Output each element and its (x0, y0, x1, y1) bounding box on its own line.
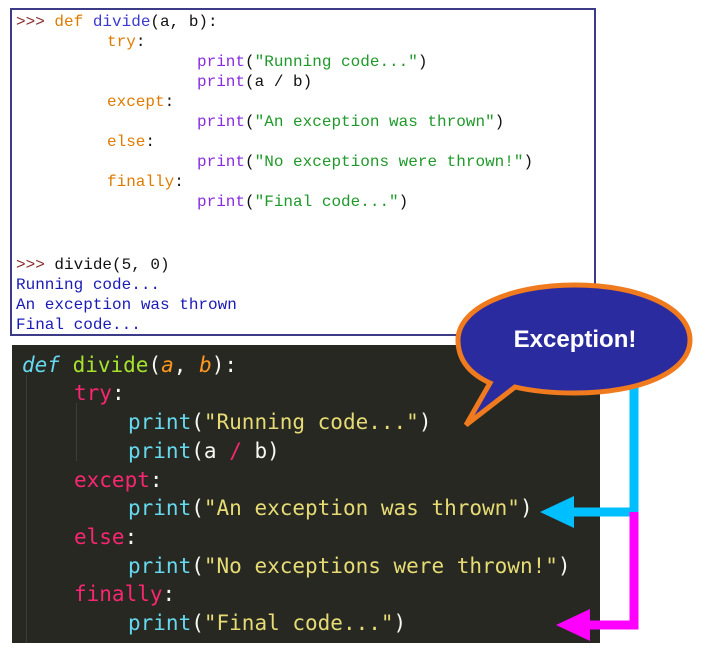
idle-string: "An exception was thrown" (254, 113, 495, 131)
editor-division-b: b (254, 439, 268, 463)
editor-def-keyword: def (22, 353, 60, 377)
code-editor-panel: def divide(a, b): try: print("Running co… (12, 345, 600, 643)
idle-paren: ) (523, 153, 534, 171)
idle-paren: ) (398, 193, 409, 211)
idle-print-exception-line: print("An exception was thrown") (197, 112, 504, 132)
editor-try-line: try: (74, 381, 125, 405)
idle-print: print (197, 113, 246, 131)
editor-else-line: else: (74, 525, 138, 549)
idle-try-line: try: (107, 32, 145, 52)
editor-string-exception: "An exception was thrown" (203, 496, 520, 520)
bubble-label: Exception! (513, 326, 637, 353)
idle-paren: ( (245, 113, 255, 131)
idle-try-keyword: try (107, 33, 136, 51)
idle-finally-line: finally: (107, 172, 184, 192)
editor-division-operator: / (229, 439, 242, 463)
editor-else-keyword: else (74, 525, 125, 549)
idle-print: print (197, 73, 246, 91)
idle-output-line: Running code... (16, 276, 161, 294)
editor-print-running-line: print("Running code...") (128, 410, 432, 434)
idle-paren: ( (245, 153, 255, 171)
editor-print: print (128, 554, 192, 578)
indent-guide (76, 403, 77, 461)
editor-except-keyword: except (74, 468, 150, 492)
editor-string-final: "Final code..." (203, 611, 394, 635)
editor-print: print (128, 611, 192, 635)
idle-output-line: Final code... (16, 316, 141, 334)
idle-prompt: >>> (16, 13, 55, 31)
idle-call-line: >>> divide(5, 0) (16, 255, 170, 275)
indent-guide (26, 375, 27, 643)
editor-string-running: "Running code..." (203, 410, 419, 434)
idle-function-name: divide (92, 13, 151, 31)
idle-output-line: An exception was thrown (16, 296, 237, 314)
idle-string: "Final code..." (254, 193, 399, 211)
editor-print: print (128, 439, 192, 463)
idle-except-keyword: except (107, 93, 165, 111)
editor-division-a: a (203, 439, 217, 463)
editor-print: print (128, 496, 192, 520)
idle-paren: ( (245, 53, 255, 71)
idle-print-no-exception-line: print("No exceptions were thrown!") (197, 152, 533, 172)
editor-param-a: a (161, 353, 174, 377)
idle-else-line: else: (107, 132, 155, 152)
editor-print-no-exception-line: print("No exceptions were thrown!") (128, 554, 571, 578)
editor-print-final-line: print("Final code...") (128, 611, 407, 635)
idle-colon: : (164, 93, 175, 111)
idle-params: (a, b): (150, 13, 218, 31)
idle-except-line: except: (107, 92, 174, 112)
idle-print: print (197, 53, 246, 71)
idle-prompt: >>> (16, 256, 55, 274)
idle-string: "No exceptions were thrown!" (254, 153, 524, 171)
editor-print-exception-line: print("An exception was thrown") (128, 496, 533, 520)
editor-finally-line: finally: (74, 582, 176, 606)
idle-finally-keyword: finally (107, 173, 175, 191)
idle-print-final-line: print("Final code...") (197, 192, 408, 212)
editor-finally-keyword: finally (74, 582, 163, 606)
idle-paren: ) (417, 53, 428, 71)
idle-division-args: (a / b) (245, 73, 313, 91)
idle-colon: : (145, 133, 156, 151)
idle-string: "Running code..." (254, 53, 418, 71)
editor-except-line: except: (74, 468, 163, 492)
editor-function-name: divide (72, 353, 149, 377)
editor-def-line: def divide(a, b): (22, 353, 238, 377)
idle-else-keyword: else (107, 133, 146, 151)
idle-colon: : (135, 33, 146, 51)
idle-print: print (197, 153, 246, 171)
idle-def-keyword: def (54, 13, 93, 31)
editor-print-division-line: print(a / b) (128, 439, 280, 463)
idle-colon: : (174, 173, 184, 191)
idle-def-line: >>> def divide(a, b): (16, 12, 218, 32)
editor-try-keyword: try (74, 381, 112, 405)
idle-print-division-line: print(a / b) (197, 72, 312, 92)
idle-print-running-line: print("Running code...") (197, 52, 427, 72)
idle-paren: ( (245, 193, 255, 211)
idle-print: print (197, 193, 246, 211)
idle-paren: ) (494, 113, 505, 131)
editor-param-b: b (199, 353, 212, 377)
idle-call-text: divide(5, 0) (54, 256, 170, 274)
editor-print: print (128, 410, 192, 434)
idle-shell-panel: >>> def divide(a, b): try: print("Runnin… (10, 8, 596, 336)
editor-string-no-exception: "No exceptions were thrown!" (203, 554, 558, 578)
